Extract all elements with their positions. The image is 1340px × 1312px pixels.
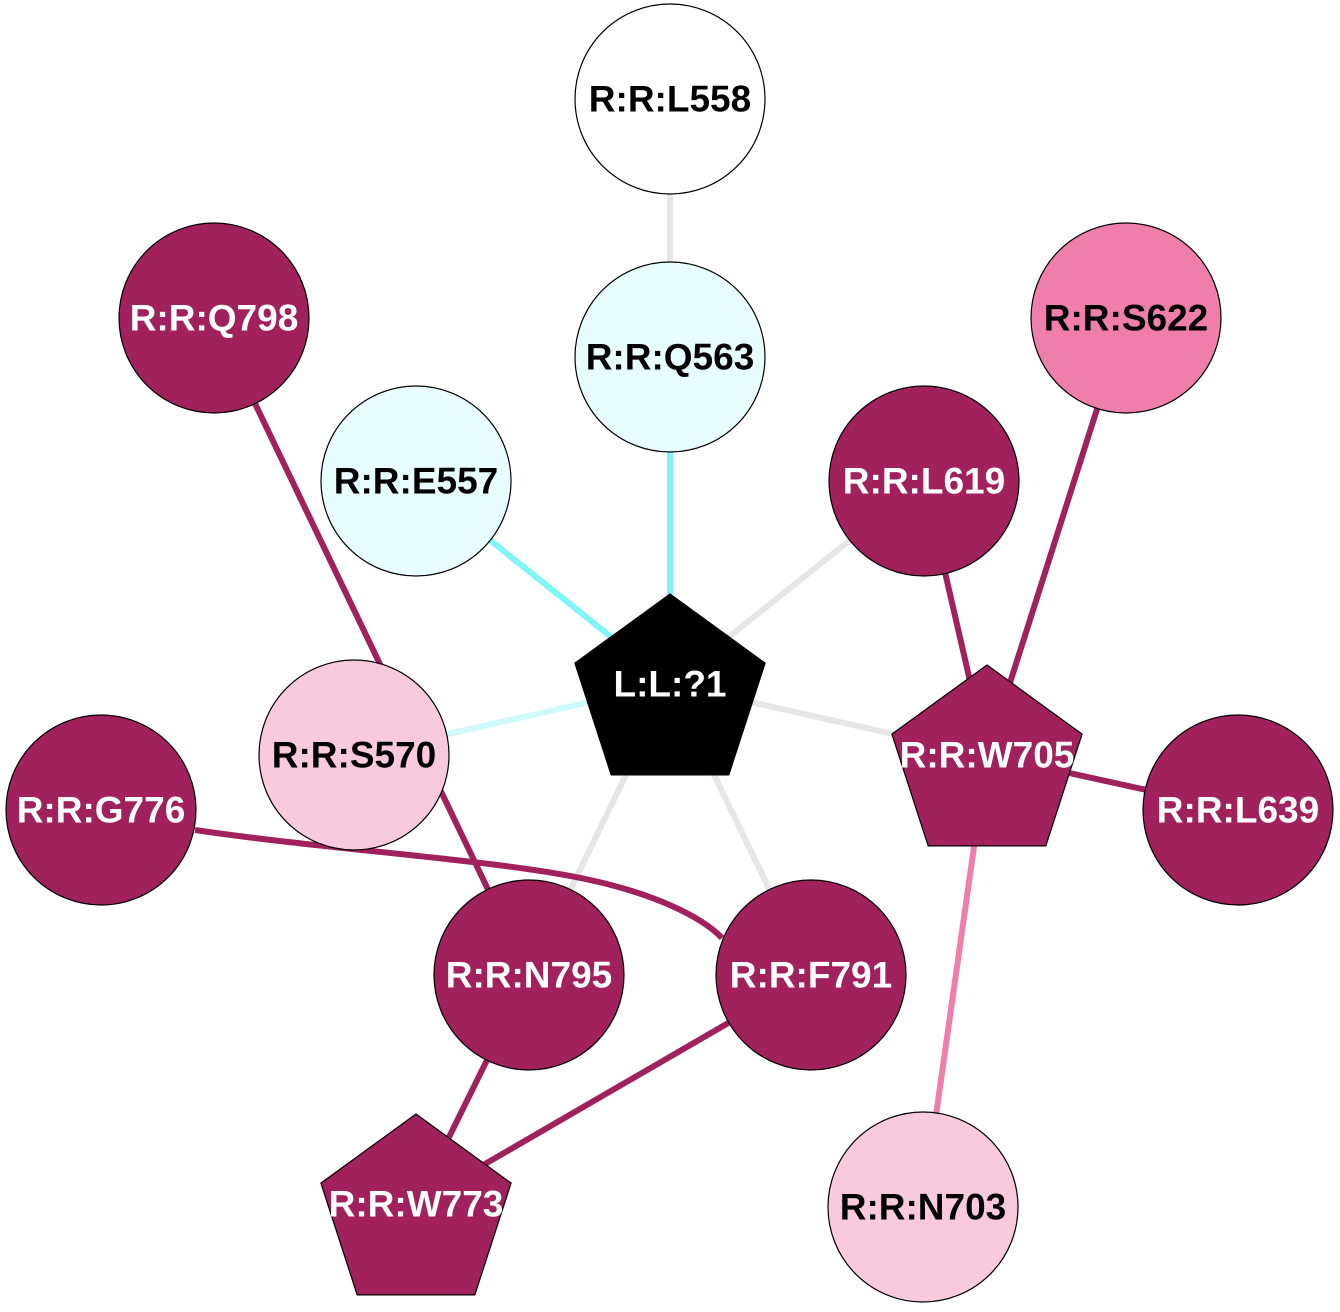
node-shape-q798: [118, 222, 310, 414]
node-shape-lig: [574, 593, 766, 776]
node-g776: R:R:G776: [5, 714, 197, 906]
node-label-l639: R:R:L639: [1157, 790, 1319, 831]
node-q563: R:R:Q563: [574, 261, 766, 453]
node-label-e557: R:R:E557: [334, 461, 499, 502]
node-shape-f791: [715, 879, 907, 1071]
node-e557: R:R:E557: [320, 385, 512, 577]
node-s570: R:R:S570: [258, 659, 450, 851]
node-n703: R:R:N703: [827, 1111, 1019, 1303]
node-shape-g776: [5, 714, 197, 906]
node-s622: R:R:S622: [1030, 222, 1222, 414]
node-shape-n703: [827, 1111, 1019, 1303]
node-label-l619: R:R:L619: [843, 461, 1005, 502]
node-label-q563: R:R:Q563: [586, 337, 755, 378]
node-shape-e557: [320, 385, 512, 577]
node-w705: R:R:W705: [891, 664, 1083, 847]
node-q798: R:R:Q798: [118, 222, 310, 414]
node-label-s570: R:R:S570: [272, 735, 437, 776]
node-label-l558: R:R:L558: [589, 79, 751, 120]
node-shape-w773: [320, 1113, 512, 1296]
node-label-q798: R:R:Q798: [130, 298, 299, 339]
node-label-n703: R:R:N703: [840, 1187, 1007, 1228]
node-label-f791: R:R:F791: [730, 955, 892, 996]
node-shape-q563: [574, 261, 766, 453]
node-shape-l619: [828, 385, 1020, 577]
node-w773: R:R:W773: [320, 1113, 512, 1296]
node-shape-s570: [258, 659, 450, 851]
node-label-n795: R:R:N795: [446, 955, 613, 996]
node-shape-n795: [433, 879, 625, 1071]
node-f791: R:R:F791: [715, 879, 907, 1071]
node-label-s622: R:R:S622: [1044, 298, 1209, 339]
node-lig: L:L:?1: [574, 593, 766, 776]
node-n795: R:R:N795: [433, 879, 625, 1071]
node-label-g776: R:R:G776: [17, 790, 186, 831]
node-l639: R:R:L639: [1142, 714, 1334, 906]
node-label-lig: L:L:?1: [613, 664, 726, 705]
node-label-w773: R:R:W773: [329, 1184, 504, 1225]
node-l558: R:R:L558: [574, 3, 766, 195]
node-shape-w705: [891, 664, 1083, 847]
node-label-w705: R:R:W705: [900, 735, 1075, 776]
node-shape-s622: [1030, 222, 1222, 414]
edge-g776-f791: [194, 827, 725, 941]
node-l619: R:R:L619: [828, 385, 1020, 577]
node-shape-l558: [574, 3, 766, 195]
node-shape-l639: [1142, 714, 1334, 906]
